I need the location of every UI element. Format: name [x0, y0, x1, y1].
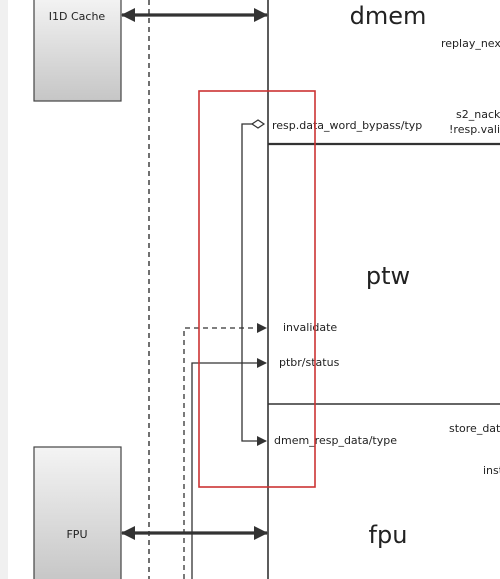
signal-inst: inst: [483, 464, 500, 477]
region-dmem-title: dmem: [350, 2, 427, 30]
signal-s2-nack: s2_nack: [456, 108, 500, 121]
signal-store-data: store_data: [449, 422, 500, 435]
region-fpu-title: fpu: [369, 521, 408, 549]
diamond-connector-icon: [250, 119, 266, 129]
i1d-cache-label: I1D Cache: [49, 10, 106, 23]
signal-replay-next: replay_next: [441, 37, 500, 50]
signal-dmem-resp-data: dmem_resp_data/type: [274, 434, 397, 447]
signal-resp-valid: !resp.valid: [449, 123, 500, 136]
page-edge: [0, 0, 8, 579]
signal-ptbr-status: ptbr/status: [279, 356, 340, 369]
bypass-loop-wire: [241, 123, 267, 446]
highlight-box: [198, 90, 316, 488]
invalidate-wire: [183, 323, 267, 579]
region-ptw-title: ptw: [366, 262, 410, 290]
fpu-block: FPU: [33, 446, 122, 579]
signal-resp-data-word-bypass: resp.data_word_bypass/typ: [272, 119, 422, 132]
ptbr-status-wire: [191, 358, 267, 579]
signal-invalidate: invalidate: [283, 321, 337, 334]
fpu-block-label: FPU: [66, 528, 87, 541]
i1d-cache-block: I1D Cache: [33, 0, 122, 102]
